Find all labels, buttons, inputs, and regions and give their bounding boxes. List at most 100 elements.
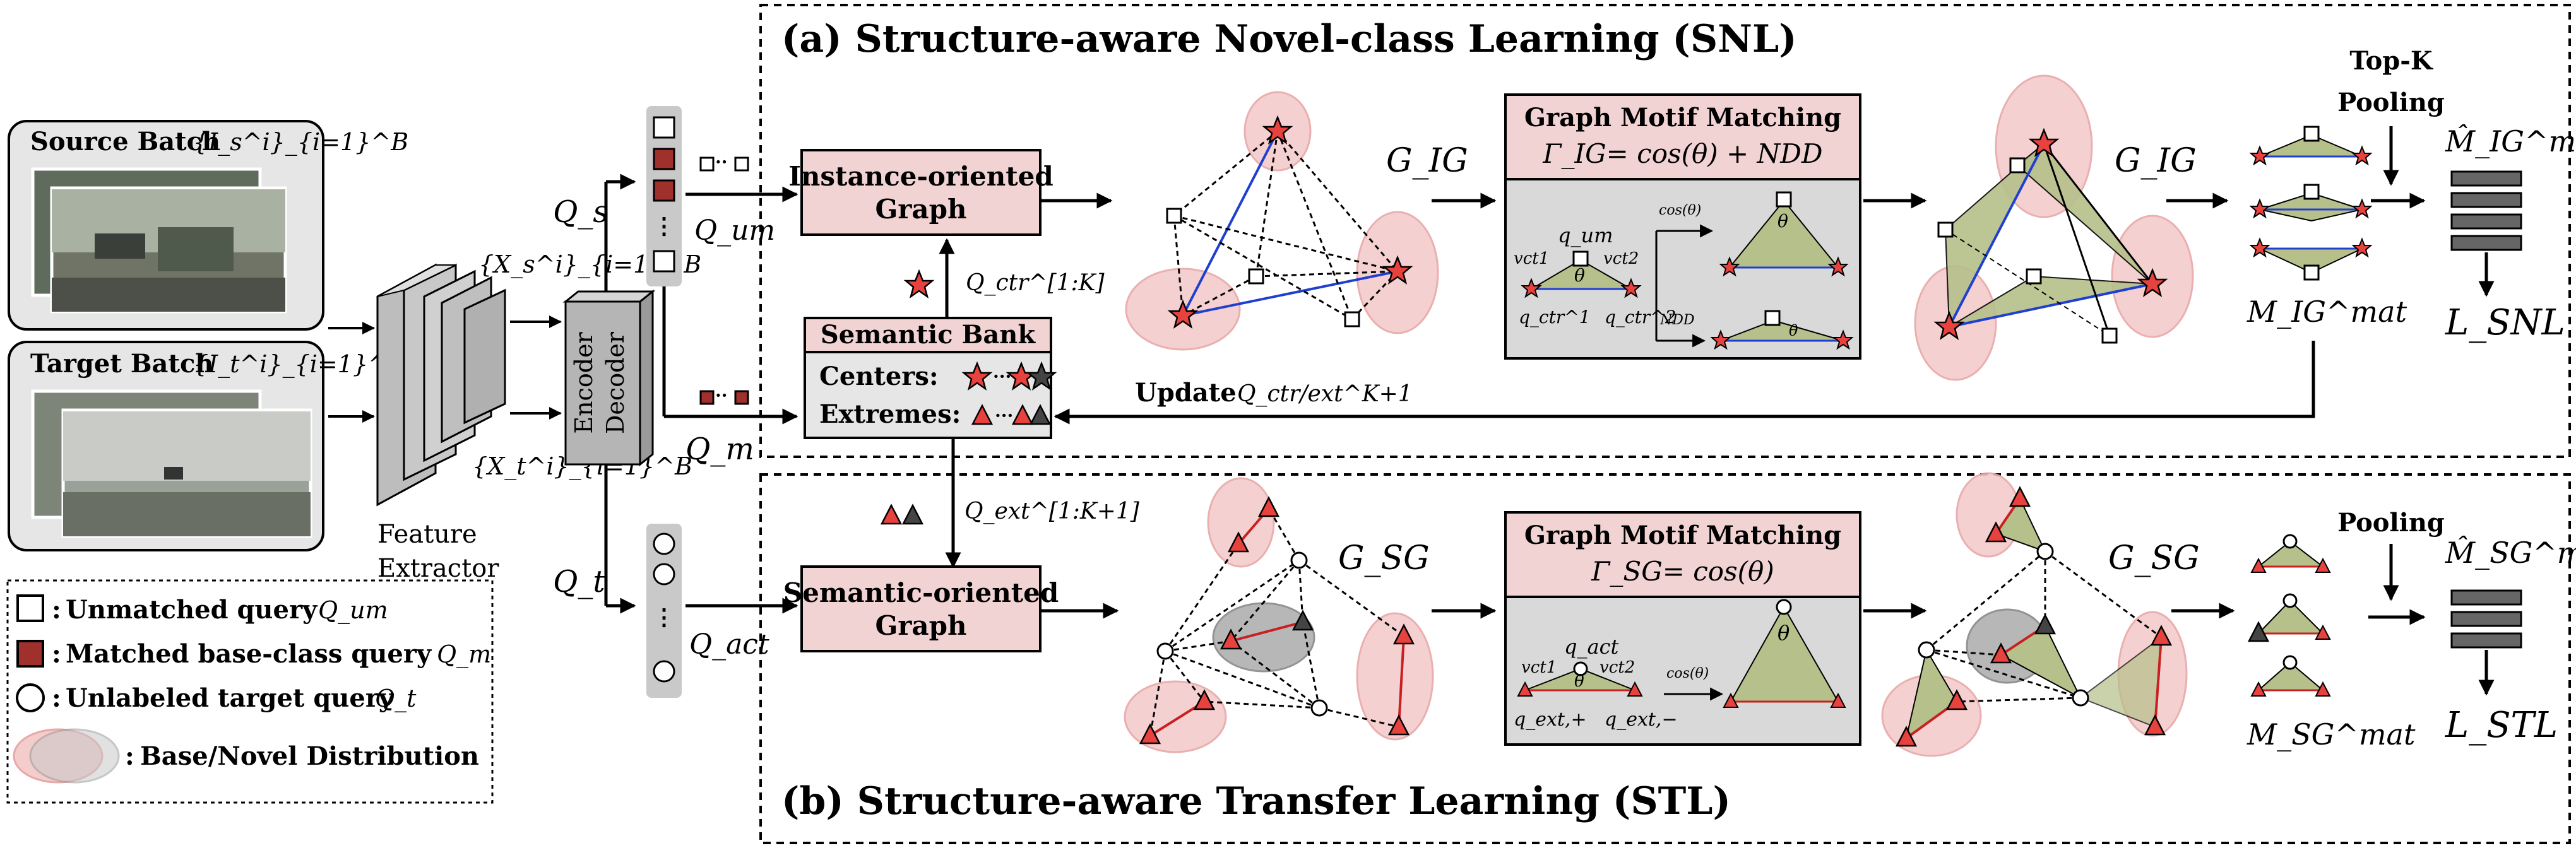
svg-text:θ: θ [1789, 322, 1798, 339]
svg-text:···: ··· [995, 405, 1013, 426]
q-ctr-label: Q_ctr^[1:K] [966, 270, 1105, 296]
snl-panel-title: (a) Structure-aware Novel-class Learning… [781, 17, 1797, 61]
source-batch-label: Source Batch [30, 127, 220, 156]
motif-stl-formula: Γ_SG= cos(θ) [1591, 556, 1774, 587]
motif-stl-vct2: vct2 [1600, 658, 1635, 677]
loss-snl: L_SNL [2445, 302, 2565, 343]
graph-g-ig-2: G_IG [2115, 142, 2197, 180]
update-q-label: Q_ctr/ext^K+1 [1237, 381, 1413, 407]
instance-graph-matched [1914, 74, 2194, 381]
instance-graph-label-1: Instance-oriented [788, 161, 1054, 192]
legend: : Unmatched query Q_um : Matched base-cl… [6, 579, 494, 804]
motif-snl-qctr2: q_ctr^2 [1605, 307, 1677, 327]
pooled-sg-label: M̂_SG^mat [2445, 536, 2576, 570]
query-qt-label: Q_t [553, 564, 605, 599]
graph-g-sg-2: G_SG [2108, 539, 2200, 577]
query-qm-label: Q_m [686, 432, 754, 467]
encoder-decoder: Encoder Decoder [562, 289, 656, 467]
source-batch-set: {I_s^i}_{i=1}^B [193, 128, 408, 156]
source-batch: Source Batch {I_s^i}_{i=1}^B [8, 120, 408, 331]
target-batch-set: {I_t^i}_{i=1}^B [193, 350, 406, 379]
legend-distribution: Base/Novel Distribution [140, 741, 479, 771]
legend-unlabeled: Unlabeled target query [66, 683, 395, 713]
semantic-bank: Semantic Bank Centers: ··· Extremes: ··· [804, 317, 1056, 439]
svg-text:θ: θ [1778, 211, 1788, 232]
motif-stl-vct1: vct1 [1521, 658, 1557, 677]
stl-panel [759, 473, 2571, 844]
loss-stl: L_STL [2445, 705, 2558, 746]
motif-stl-qext-plus: q_ext,+ [1514, 709, 1587, 731]
q-ext-label: Q_ext^[1:K+1] [965, 498, 1140, 524]
query-qum-label: Q_um [694, 215, 775, 247]
motif-snl-qctr1: q_ctr^1 [1519, 307, 1591, 327]
topk-label-2: Pooling [2337, 88, 2445, 117]
feature-extractor [376, 263, 506, 507]
svg-text:··: ·· [715, 385, 728, 406]
legend-colon-2: : [52, 639, 61, 669]
motif-snl-formula: Γ_IG= cos(θ) + NDD [1542, 138, 1822, 169]
semantic-graph-label-1: Semantic-oriented [783, 577, 1059, 608]
motif-stl-cos: cos(θ) [1666, 666, 1709, 681]
legend-matched: Matched base-class query [66, 639, 432, 669]
motif-matching-snl: Graph Motif Matching Γ_IG= cos(θ) + NDD … [1504, 93, 1861, 360]
semantic-graph-block [800, 565, 1042, 652]
motif-stl-title: Graph Motif Matching [1524, 521, 1841, 550]
pooled-bars-snl [2450, 170, 2522, 251]
matched-motifs-stl [2248, 534, 2330, 697]
semantic-graph-matched [1881, 472, 2188, 757]
instance-graph-1 [1125, 91, 1439, 351]
svg-text:···: ··· [993, 366, 1011, 387]
semantic-bank-centers: Centers: [819, 362, 939, 391]
query-qact-label: Q_act [689, 628, 769, 661]
target-query-dots: ⋮ [653, 604, 675, 630]
legend-colon-4: : [125, 741, 134, 771]
svg-text:··: ·· [715, 151, 728, 172]
semantic-bank-title: Semantic Bank [821, 320, 1036, 350]
legend-colon-3: : [52, 683, 61, 713]
legend-unlabeled-sym: Q_t [375, 685, 417, 713]
feature-extractor-label-1: Feature [377, 520, 477, 549]
legend-unmatched: Unmatched query [66, 595, 318, 625]
instance-graph-block [800, 149, 1042, 236]
legend-matched-sym: Q_m [437, 640, 491, 669]
matched-sg-label: M_SG^mat [2247, 717, 2416, 751]
motif-stl-qact: q_act [1564, 635, 1618, 659]
update-label: Update [1135, 378, 1237, 408]
legend-unmatched-sym: Q_um [318, 596, 388, 625]
motif-snl-vct1: vct1 [1514, 249, 1549, 268]
target-batch-label: Target Batch [30, 349, 213, 379]
stl-panel-title: (b) Structure-aware Transfer Learning (S… [781, 779, 1731, 823]
matched-ig-label: M_IG^mat [2247, 295, 2407, 329]
svg-text:θ: θ [1778, 621, 1790, 645]
semantic-graph-1 [1124, 477, 1434, 753]
motif-matching-stl: Graph Motif Matching Γ_SG= cos(θ) q_act … [1504, 511, 1861, 746]
motif-snl-qum: q_um [1558, 223, 1613, 247]
motif-snl-theta: θ [1574, 265, 1585, 286]
graph-g-sg-1: G_SG [1338, 539, 1430, 577]
legend-colon-1: : [52, 595, 61, 625]
semantic-bank-extremes: Extremes: [819, 399, 961, 429]
snl-panel [759, 4, 2571, 458]
instance-graph-label-2: Graph [875, 194, 966, 225]
pooling-label: Pooling [2337, 508, 2445, 538]
topk-label-1: Top-K [2349, 46, 2433, 76]
source-query-dots: ⋮ [653, 213, 675, 239]
motif-snl-cos: cos(θ) [1659, 203, 1701, 218]
source-query-stack: ⋮ [646, 106, 682, 286]
decoder-label: Decoder [602, 331, 629, 434]
motif-stl-qext-minus: q_ext,− [1605, 709, 1678, 731]
feature-extractor-label-2: Extractor [377, 554, 499, 583]
motif-snl-ndd: NDD [1659, 312, 1695, 328]
motif-snl-vct2: vct2 [1603, 249, 1639, 268]
motif-stl-theta: θ [1574, 672, 1584, 691]
target-query-stack: ⋮ [646, 524, 682, 698]
target-batch: Target Batch {I_t^i}_{i=1}^B [8, 341, 406, 551]
graph-g-ig-1: G_IG [1386, 142, 1468, 180]
semantic-graph-label-2: Graph [875, 610, 966, 641]
pooled-bars-stl [2450, 589, 2522, 649]
pooled-ig-label: M̂_IG^mat [2445, 124, 2576, 158]
encoder-label: Encoder [570, 331, 598, 433]
query-qs-label: Q_s [553, 194, 608, 230]
matched-motifs-snl [2250, 126, 2371, 281]
